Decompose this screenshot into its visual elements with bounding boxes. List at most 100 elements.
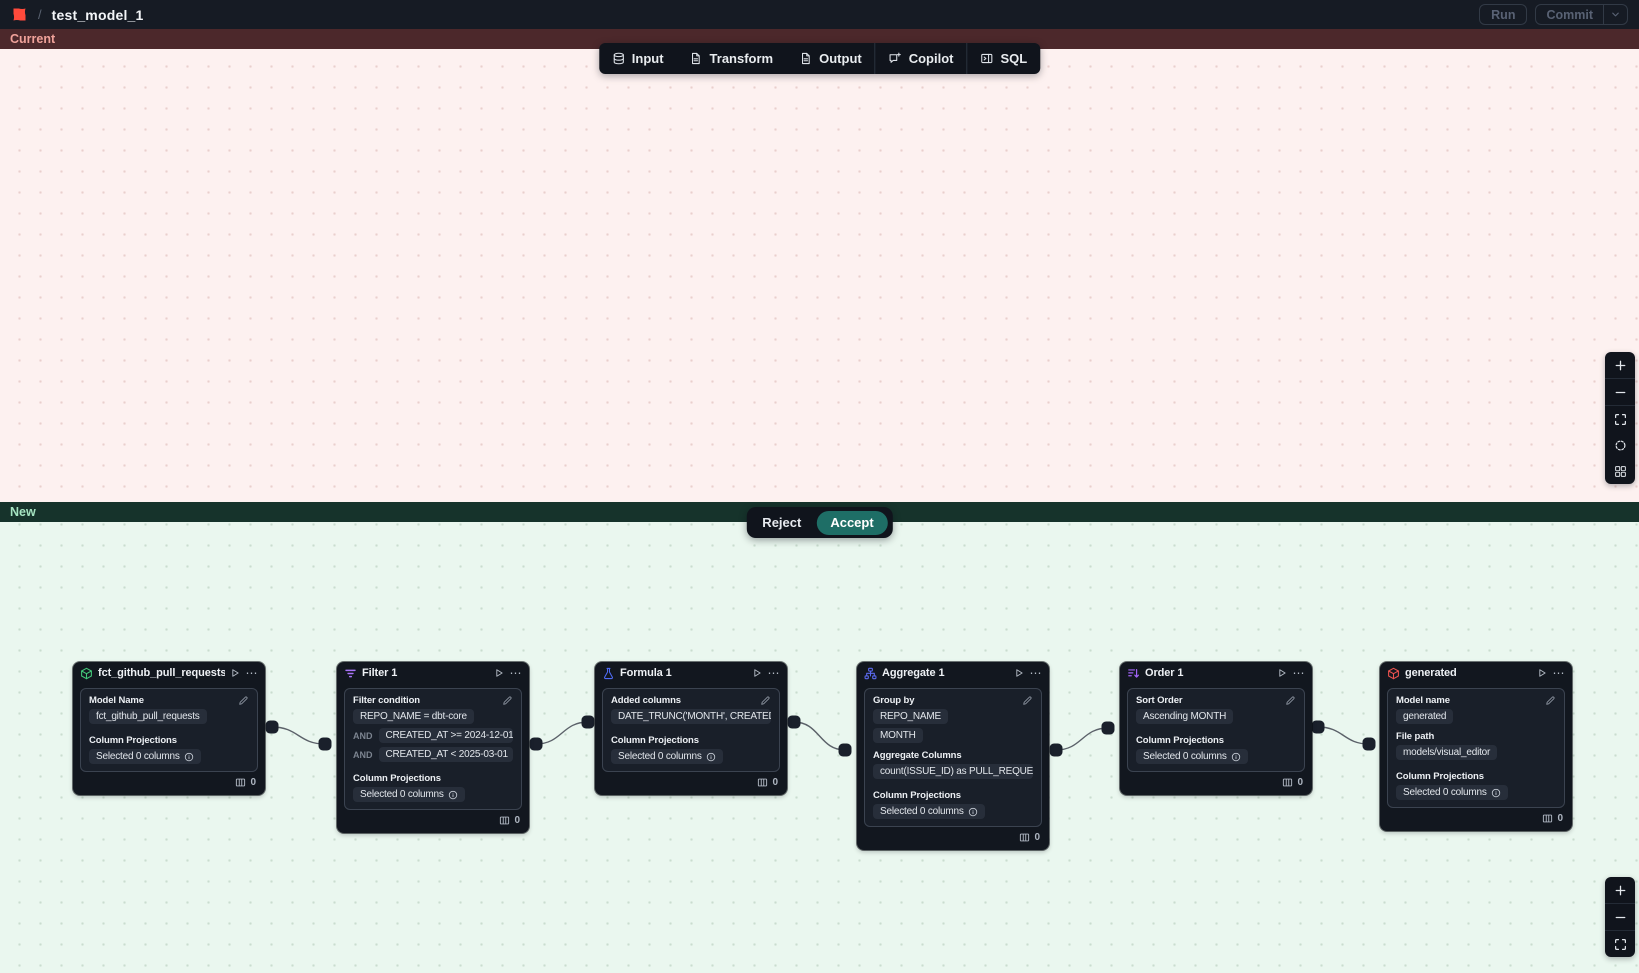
pencil-icon[interactable] [760,695,771,706]
field-label: Aggregate Columns [873,749,962,761]
table-icon [1542,813,1553,824]
node-title: Formula 1 [620,667,672,679]
reject-button[interactable]: Reject [751,510,812,535]
value-row: Selected 0 columns [1396,785,1556,800]
pencil-icon[interactable] [1545,695,1556,706]
database-icon [612,52,625,65]
node-menu-button[interactable]: ⋯ [767,666,780,680]
node-menu-button[interactable]: ⋯ [1029,666,1042,680]
value-pill[interactable]: fct_github_pull_requests [89,709,207,724]
play-icon[interactable] [230,668,240,678]
row-count: 0 [772,777,778,788]
zoom-in-button[interactable] [1605,877,1635,903]
field-label: Column Projections [89,734,177,746]
current-canvas-controls [1605,352,1635,484]
toolbar-item-copilot[interactable]: Copilot [876,43,967,74]
value-pill[interactable]: Selected 0 columns [873,804,985,819]
value-pill[interactable]: Ascending MONTH [1136,709,1234,724]
run-button[interactable]: Run [1479,4,1528,25]
node-footer: 0 [73,772,265,795]
minus-icon [1614,911,1627,924]
zoom-in-button[interactable] [1605,352,1635,378]
value-pill[interactable]: REPO_NAME = dbt-core [353,709,474,724]
play-icon[interactable] [1014,668,1024,678]
document-icon [690,52,703,65]
pill-text: CREATED_AT < 2025-03-01 [385,749,509,760]
field-label: Column Projections [1396,770,1484,782]
new-canvas-controls [1605,877,1635,957]
play-icon[interactable] [494,668,504,678]
value-pill[interactable]: REPO_NAME [873,709,948,724]
value-pill[interactable]: Selected 0 columns [353,787,465,802]
value-pill[interactable]: MONTH [873,728,923,743]
page-title: test_model_1 [51,6,144,23]
pencil-icon[interactable] [1022,695,1033,706]
toolbar-item-sql[interactable]: SQL [967,43,1040,74]
play-icon[interactable] [1277,668,1287,678]
value-pill[interactable]: Selected 0 columns [89,749,201,764]
info-icon [448,790,458,800]
sort-icon [1127,667,1140,680]
node-footer: 0 [1120,772,1312,795]
play-icon[interactable] [1537,668,1547,678]
node-menu-button[interactable]: ⋯ [509,666,522,680]
toolbar-item-transform[interactable]: Transform [677,43,787,74]
zoom-out-button[interactable] [1605,379,1635,405]
value-pill[interactable]: Selected 0 columns [1136,749,1248,764]
value-row: Selected 0 columns [611,749,771,764]
value-pill[interactable]: count(ISSUE_ID) as PULL_REQUEST_… [873,764,1033,779]
field-label: Column Projections [611,734,699,746]
value-pill[interactable]: models/visual_editor [1396,745,1498,760]
pill-text: DATE_TRUNC('MONTH', CREATED_AT… [618,711,771,722]
toolbar-item-output[interactable]: Output [786,43,875,74]
dbt-logo[interactable] [11,6,28,23]
current-canvas[interactable] [0,49,1639,502]
value-pill[interactable]: CREATED_AT < 2025-03-01 [378,747,513,762]
zoom-out-button[interactable] [1605,904,1635,930]
toolbar-item-input[interactable]: Input [599,43,677,74]
toolbar-item-label: SQL [1000,51,1028,66]
node-menu-button[interactable]: ⋯ [1552,666,1565,680]
and-label: AND [353,749,373,760]
table-icon [499,815,510,826]
layout-button[interactable] [1605,458,1635,484]
value-pill[interactable]: Selected 0 columns [1396,785,1508,800]
play-icon[interactable] [752,668,762,678]
sitemap-icon [864,667,877,680]
value-pill[interactable]: generated [1396,709,1454,724]
fit-view-button[interactable] [1605,931,1635,957]
field-label: Column Projections [873,789,961,801]
fit-view-button[interactable] [1605,406,1635,432]
chevron-down-icon[interactable] [1603,5,1627,24]
node-menu-button[interactable]: ⋯ [1292,666,1305,680]
pencil-icon[interactable] [1285,695,1296,706]
node-menu-button[interactable]: ⋯ [245,666,258,680]
node-header: fct_github_pull_requests⋯ [73,662,265,684]
value-pill[interactable]: DATE_TRUNC('MONTH', CREATED_AT… [611,709,771,724]
pencil-icon[interactable] [238,695,249,706]
pill-text: Selected 0 columns [96,751,180,762]
document-icon [799,52,812,65]
plus-icon [1614,359,1627,372]
value-pill[interactable]: Selected 0 columns [611,749,723,764]
value-pill[interactable]: CREATED_AT >= 2024-12-01 [378,728,513,743]
pencil-icon[interactable] [502,695,513,706]
commit-button[interactable]: Commit [1546,7,1593,22]
pill-text: Selected 0 columns [1403,787,1487,798]
copilot-icon [889,52,902,65]
center-view-button[interactable] [1605,432,1635,458]
accept-button[interactable]: Accept [816,510,888,535]
field-label: Sort Order [1136,694,1183,706]
